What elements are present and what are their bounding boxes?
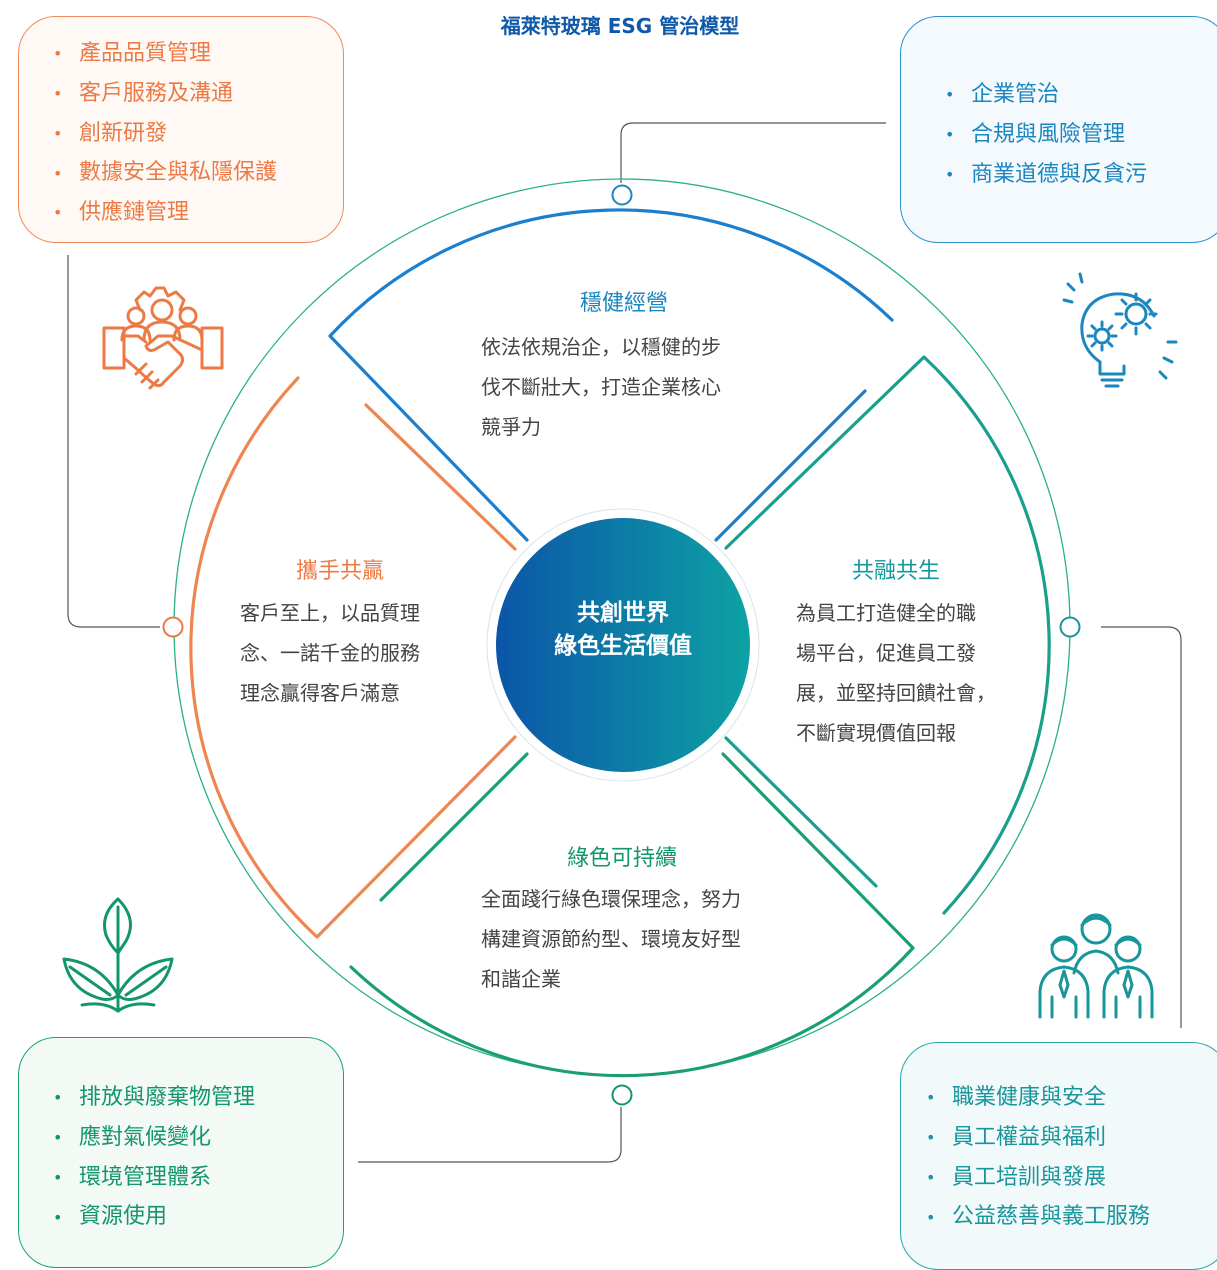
connector-right: [1101, 626, 1182, 1028]
quadrant-top-title: 穩健經營: [580, 291, 669, 316]
ring-nodes: [162, 184, 1081, 1106]
quadrant-top-inner-line: [714, 389, 867, 542]
bullet-icon: •: [53, 84, 63, 103]
team-people-icon: [1038, 913, 1154, 1019]
list-item: •應對氣候變化: [53, 1118, 343, 1158]
bullet-icon: •: [53, 1128, 63, 1147]
topic-box-bottom-left: •排放與廢棄物管理 •應對氣候變化 •環境管理體系 •資源使用: [18, 1037, 344, 1268]
diagram-title: 福萊特玻璃 ESG 管治模型: [500, 14, 740, 38]
topic-box-top-left: •產品品質管理 •客戶服務及溝通 •創新研發 •數據安全與私隱保護 •供應鏈管理: [18, 16, 344, 243]
quadrant-left-inner-line: [364, 403, 517, 551]
quadrant-top-text: 依法依規治企，以穩健的步 伐不斷壯大，打造企業核心 競爭力: [481, 327, 721, 447]
list-item: •職業健康與安全: [926, 1078, 1217, 1118]
quadrant-top-line: 依法依規治企，以穩健的步: [481, 335, 721, 359]
quadrant-right-outline: [724, 355, 1051, 915]
list-item: •公益慈善與義工服務: [926, 1197, 1217, 1237]
center-circle: [496, 518, 750, 772]
quadrant-top-line: 競爭力: [481, 415, 541, 439]
quadrant-bottom-line: 和諧企業: [481, 967, 561, 991]
quadrant-top-line: 伐不斷壯大，打造企業核心: [481, 375, 721, 399]
bullet-icon: •: [53, 1088, 63, 1108]
node-left: [162, 616, 184, 638]
quadrant-bottom-text: 全面踐行綠色環保理念，努力 構建資源節約型、環境友好型 和諧企業: [481, 879, 741, 999]
bullet-icon: •: [945, 125, 955, 144]
quadrant-bottom-title: 綠色可持續: [567, 846, 678, 871]
bullet-icon: •: [53, 1167, 63, 1187]
list-item: •產品品質管理: [53, 34, 343, 74]
bullet-icon: •: [926, 1128, 936, 1147]
node-top: [611, 184, 633, 206]
quadrant-left-text: 客戶至上，以品質理 念、一諾千金的服務 理念贏得客戶滿意: [240, 593, 420, 713]
bullet-icon: •: [53, 123, 63, 143]
bullet-icon: •: [945, 164, 955, 184]
bullet-icon: •: [53, 203, 63, 223]
lightbulb-gears-icon: [1062, 272, 1178, 388]
list-item: •合規與風險管理: [945, 115, 1217, 155]
list-item: •排放與廢棄物管理: [53, 1078, 343, 1118]
quadrant-left-line: 客戶至上，以品質理: [240, 601, 420, 625]
connector-top-left: [67, 255, 160, 628]
list-item: •員工培訓與發展: [926, 1158, 1217, 1198]
bullet-icon: •: [53, 163, 63, 183]
list-item: •資源使用: [53, 1197, 343, 1237]
topic-box-top-right: •企業管治 •合規與風險管理 •商業道德與反貪污: [900, 16, 1217, 243]
list-item: •商業道德與反貪污: [945, 155, 1217, 195]
quadrant-bottom-line: 全面踐行綠色環保理念，努力: [481, 887, 741, 911]
quadrant-right-text: 為員工打造健全的職 場平台，促進員工發 展，並堅持回饋社會， 不斷實現價值回報: [796, 593, 996, 753]
bullet-icon: •: [945, 85, 955, 105]
list-item: •員工權益與福利: [926, 1118, 1217, 1158]
node-right: [1059, 616, 1081, 638]
list-item: •客戶服務及溝通: [53, 74, 343, 114]
list-item: •環境管理體系: [53, 1158, 343, 1198]
list-item: •創新研發: [53, 114, 343, 154]
quadrant-bottom-inner-line: [379, 752, 529, 902]
bullet-icon: •: [53, 1207, 63, 1227]
quadrant-left-title: 攜手共贏: [296, 559, 385, 584]
center-label: 共創世界 綠色生活價值: [496, 597, 750, 663]
quadrant-top-outline: [328, 208, 894, 542]
quadrant-right-title: 共融共生: [852, 559, 941, 584]
quadrant-left-line: 念、一諾千金的服務: [240, 641, 420, 665]
quadrant-right-line: 不斷實現價值回報: [796, 721, 956, 745]
quadrant-right-line: 為員工打造健全的職: [796, 601, 976, 625]
bullet-icon: •: [53, 44, 63, 64]
quadrant-left-line: 理念贏得客戶滿意: [240, 681, 400, 705]
connector-lines: [67, 122, 1182, 1163]
topic-box-bottom-right: •職業健康與安全 •員工權益與福利 •員工培訓與發展 •公益慈善與義工服務: [900, 1042, 1217, 1270]
connector-top-right: [620, 122, 886, 183]
quadrant-right-line: 場平台，促進員工發: [796, 641, 976, 665]
list-item: •數據安全與私隱保護: [53, 153, 343, 193]
plant-leaves-icon: [62, 897, 174, 1013]
bullet-icon: •: [926, 1167, 936, 1187]
quadrant-bottom-outline: [349, 752, 915, 1078]
node-bottom: [611, 1084, 633, 1106]
bullet-icon: •: [926, 1088, 936, 1108]
bullet-icon: •: [926, 1207, 936, 1227]
quadrant-bottom-line: 構建資源節約型、環境友好型: [481, 927, 741, 951]
handshake-people-icon: [102, 286, 224, 390]
center-line-2: 綠色生活價值: [554, 633, 692, 659]
list-item: •企業管治: [945, 75, 1217, 115]
connector-bottom: [358, 1107, 622, 1163]
list-item: •供應鏈管理: [53, 193, 343, 233]
quadrant-right-inner-line: [724, 736, 878, 888]
quadrant-left-outline: [189, 376, 517, 939]
quadrant-right-line: 展，並堅持回饋社會，: [796, 681, 996, 705]
center-line-1: 共創世界: [577, 600, 669, 626]
